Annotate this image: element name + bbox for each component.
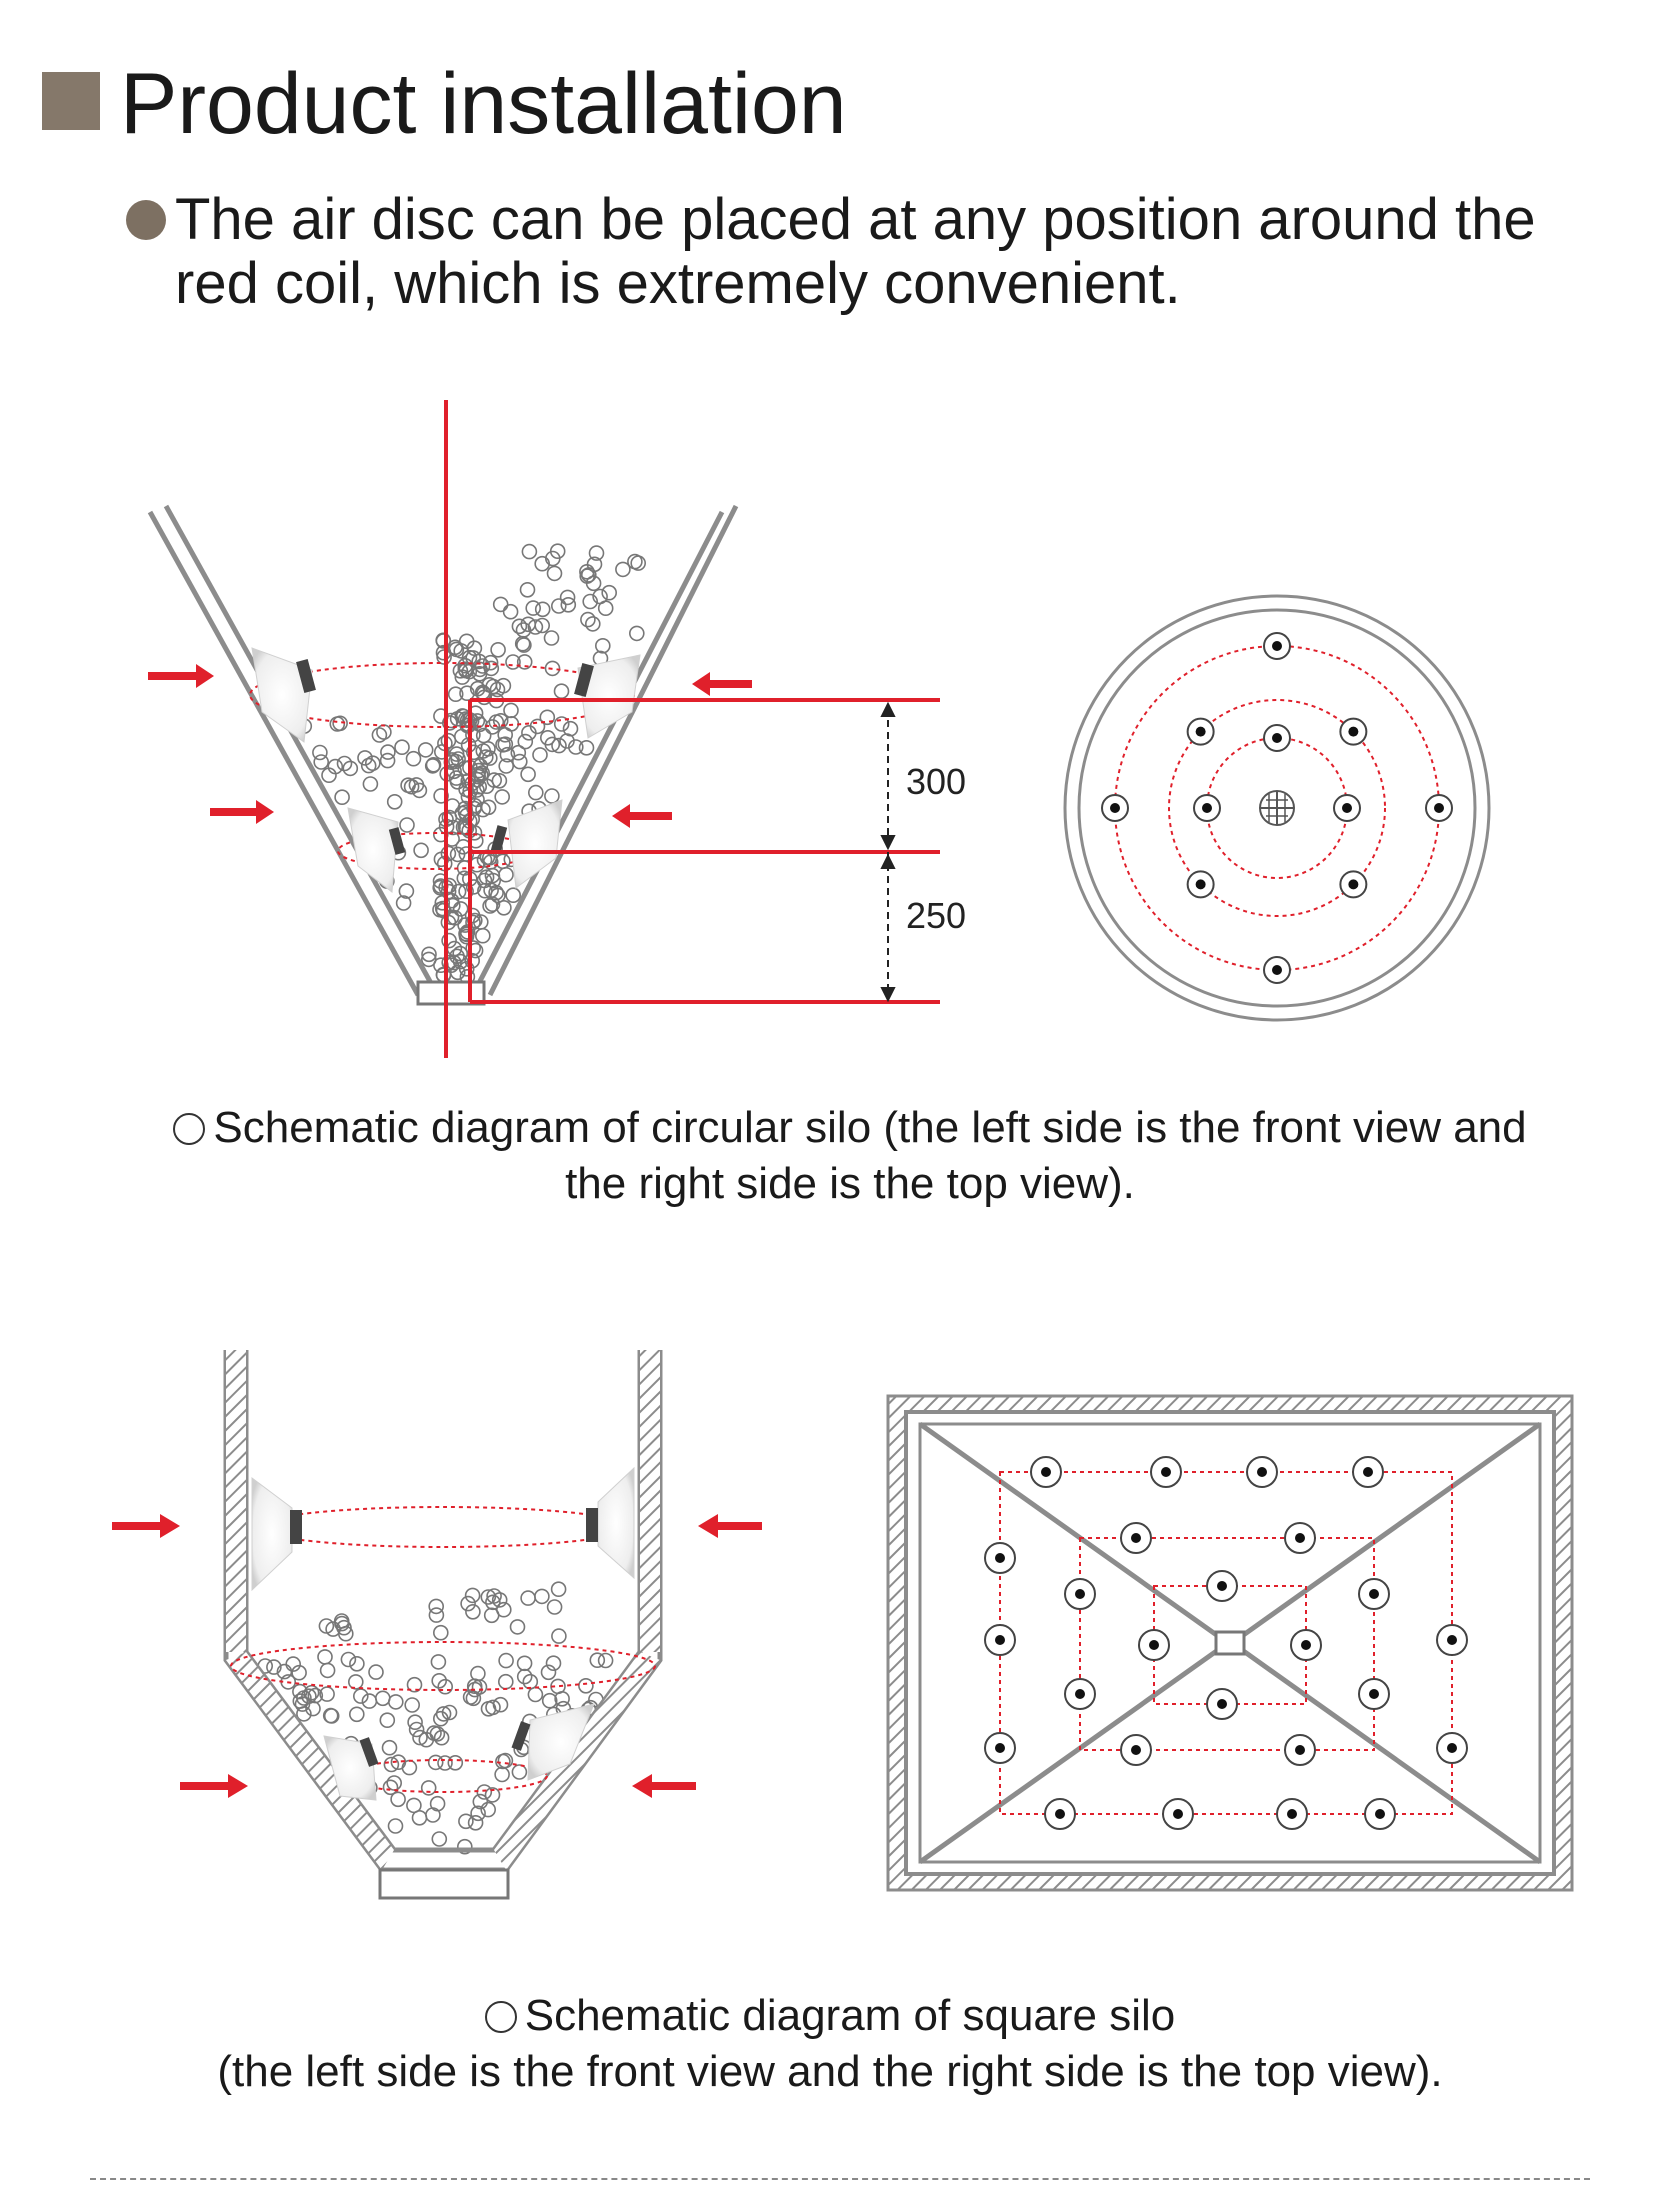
air-disc-marker-icon — [1064, 1678, 1096, 1710]
air-disc-marker-icon — [1284, 1522, 1316, 1554]
silo-outlet — [378, 1868, 510, 1900]
air-disc-marker-icon — [1162, 1798, 1194, 1830]
air-disc-marker-icon — [1030, 1456, 1062, 1488]
air-disc-positions — [984, 1456, 1468, 1830]
air-disc-marker-icon — [1339, 717, 1368, 746]
square-silo-caption-line1: Schematic diagram of square silo — [524, 1991, 1176, 2040]
air-disc-marker-icon — [1120, 1522, 1152, 1554]
ring-bullet-icon — [173, 1113, 206, 1145]
silo-outlet — [1214, 1630, 1246, 1656]
ring-bullet-icon — [484, 2001, 517, 2033]
air-disc-marker-icon — [1436, 1732, 1468, 1764]
reference-lines — [444, 400, 940, 1058]
silo-wall — [226, 1350, 246, 1652]
air-disc-marker-icon — [1138, 1629, 1170, 1661]
air-disc-marker-icon — [1193, 794, 1221, 822]
air-disc-icon — [251, 647, 316, 743]
silo-outlet — [416, 980, 486, 1006]
circular-silo-caption: Schematic diagram of circular silo (the … — [160, 1100, 1540, 1212]
intro-text: The air disc can be placed at any positi… — [175, 187, 1536, 316]
air-disc-icon — [574, 654, 641, 739]
air-disc-marker-icon — [1064, 1578, 1096, 1610]
bottom-divider — [90, 2178, 1590, 2180]
air-disc-marker-icon — [1044, 1798, 1076, 1830]
air-disc-marker-icon — [1246, 1456, 1278, 1488]
dimension-line — [880, 701, 896, 1003]
air-disc-marker-icon — [1101, 794, 1129, 822]
air-disc-icon — [323, 1735, 379, 1801]
air-disc-marker-icon — [1276, 1798, 1308, 1830]
lower-coil — [338, 1759, 548, 1793]
middle-coil — [230, 1641, 656, 1691]
air-disc-marker-icon — [1364, 1798, 1396, 1830]
air-disc-marker-icon — [1186, 717, 1215, 746]
air-disc-marker-icon — [1436, 1624, 1468, 1656]
air-disc-icon — [511, 1703, 595, 1781]
square-silo-caption: Schematic diagram of square silo (the le… — [120, 1988, 1540, 2100]
airflow-arrow-icon — [112, 1514, 762, 1798]
air-disc-marker-icon — [1290, 1629, 1322, 1661]
air-disc-marker-icon — [1263, 632, 1291, 660]
air-disc-positions — [1101, 632, 1453, 984]
air-disc-icon — [347, 807, 406, 893]
air-disc-marker-icon — [1263, 724, 1291, 752]
air-disc-marker-icon — [984, 1542, 1016, 1574]
square-silo-front-view — [112, 1350, 762, 1900]
silo-wall — [147, 504, 739, 997]
air-disc-marker-icon — [1284, 1734, 1316, 1766]
dimension-300: 300 — [906, 761, 966, 802]
air-disc-marker-icon — [1352, 1456, 1384, 1488]
air-disc-marker-icon — [1358, 1678, 1390, 1710]
airflow-arrow-icon — [148, 664, 752, 828]
air-disc-marker-icon — [1120, 1734, 1152, 1766]
dimension-250: 250 — [906, 895, 966, 936]
title-square-icon — [42, 72, 100, 130]
page-title: Product installation — [120, 56, 847, 152]
air-disc-marker-icon — [984, 1732, 1016, 1764]
air-disc-marker-icon — [1206, 1688, 1238, 1720]
silo-wall — [640, 1350, 660, 1652]
air-disc-marker-icon — [1333, 794, 1361, 822]
air-disc-marker-icon — [1358, 1578, 1390, 1610]
square-silo-caption-line2: (the left side is the front view and the… — [217, 2047, 1443, 2096]
air-disc-marker-icon — [984, 1624, 1016, 1656]
air-disc-marker-icon — [1150, 1456, 1182, 1488]
air-disc-icon — [586, 1466, 635, 1580]
circular-silo-caption-text: Schematic diagram of circular silo (the … — [213, 1103, 1527, 1208]
bullet-dot-icon — [126, 200, 166, 240]
circular-silo-front-view: 300 250 — [147, 400, 966, 1058]
air-disc-marker-icon — [1425, 794, 1453, 822]
circular-silo-top-view — [1063, 594, 1491, 1022]
upper-coil — [256, 1506, 630, 1548]
air-disc-icon — [251, 1477, 302, 1592]
air-disc-marker-icon — [1339, 870, 1368, 899]
air-disc-icon — [490, 799, 563, 889]
air-disc-marker-icon — [1186, 870, 1215, 899]
air-disc-marker-icon — [1206, 1570, 1238, 1602]
air-disc-marker-icon — [1263, 956, 1291, 984]
material-particles — [257, 1581, 614, 1855]
square-silo-top-view — [886, 1394, 1574, 1892]
